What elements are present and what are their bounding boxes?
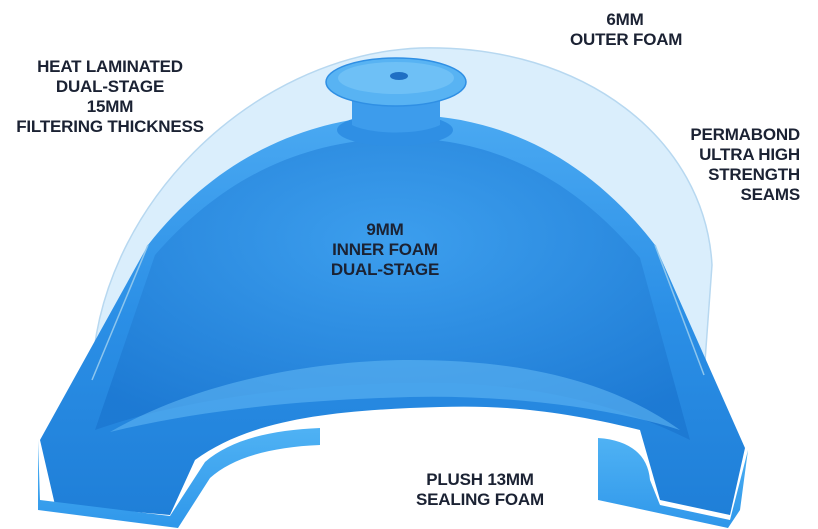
heat-laminated-line-1: HEAT LAMINATED	[37, 57, 183, 76]
cavity-floor	[110, 360, 680, 432]
sealing-foam-right	[598, 438, 748, 528]
heat-laminated-line-4: FILTERING THICKNESS	[16, 117, 204, 136]
seam-left	[91, 244, 149, 381]
heat-laminated-line-3: 15MM	[86, 97, 134, 116]
inner-cavity	[95, 138, 690, 440]
seam-right	[654, 244, 705, 376]
inner-foam-line-3: DUAL-STAGE	[330, 260, 440, 279]
permabond-line-3: STRENGTH	[708, 165, 800, 184]
outer-foam-line-2: OUTER FOAM	[570, 30, 683, 49]
sealing-foam-line-2: SEALING FOAM	[416, 490, 544, 509]
inner-foam-line-2: INNER FOAM	[332, 240, 438, 259]
sealing-foam-line-1: PLUSH 13MM	[426, 470, 534, 489]
inner-foam-line-1: 9MM	[366, 220, 404, 239]
outer-foam-label: 6MM OUTER FOAM	[570, 10, 683, 50]
sealing-foam-left	[38, 428, 320, 528]
permabond-label: PERMABOND ULTRA HIGH STRENGTH SEAMS	[680, 125, 800, 205]
inner-foam-label: 9MM INNER FOAM DUAL-STAGE	[320, 220, 450, 280]
permabond-line-2: ULTRA HIGH	[699, 145, 800, 164]
permabond-line-1: PERMABOND	[690, 125, 800, 144]
permabond-line-4: SEAMS	[740, 185, 801, 204]
outer-foam-line-1: 6MM	[606, 10, 644, 29]
sealing-foam-label: PLUSH 13MM SEALING FOAM	[410, 470, 550, 510]
nozzle-hole	[390, 72, 408, 80]
heat-laminated-label: HEAT LAMINATED DUAL-STAGE 15MM FILTERING…	[8, 57, 212, 137]
heat-laminated-line-2: DUAL-STAGE	[55, 77, 165, 96]
